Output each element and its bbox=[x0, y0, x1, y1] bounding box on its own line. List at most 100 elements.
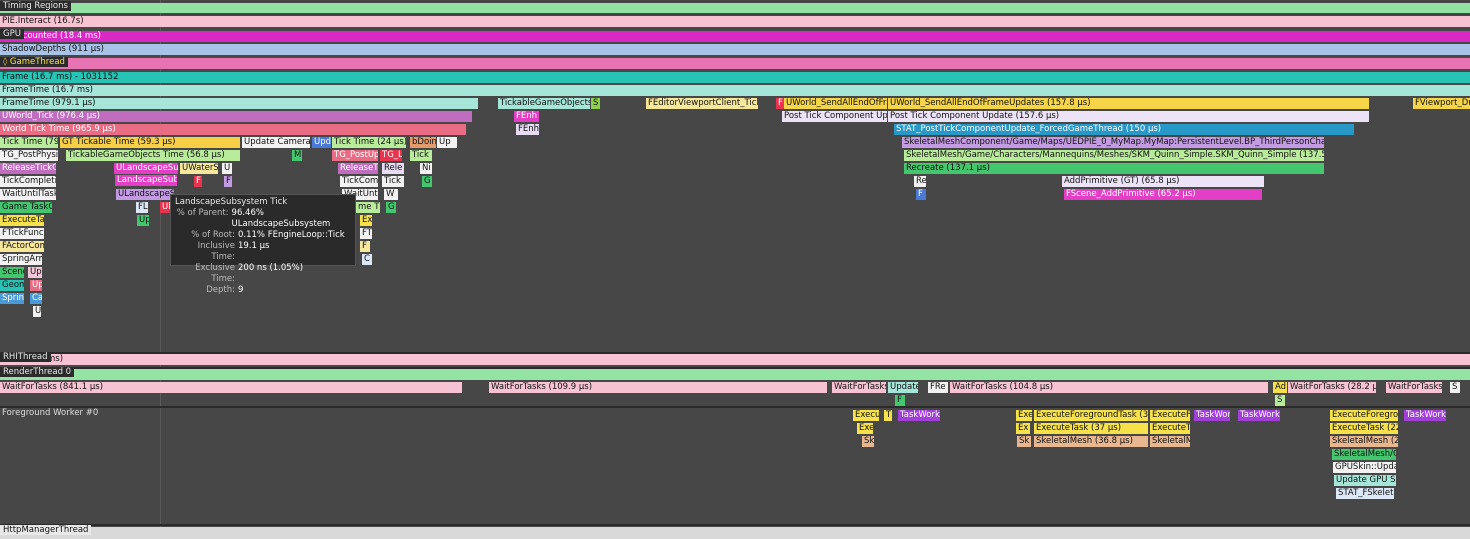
timing-event[interactable]: bDoin bbox=[410, 137, 436, 148]
timing-event[interactable]: ExecuteForegrou bbox=[1330, 410, 1398, 421]
timing-event[interactable]: WaitForTasks bbox=[832, 382, 886, 393]
timing-event[interactable]: SkeletalMeshComponent/Game/Maps/UEDPIE_0… bbox=[902, 137, 1324, 148]
timing-event[interactable]: S bbox=[1275, 395, 1285, 406]
timing-event[interactable]: WaitForTasks (109.9 µs) bbox=[489, 382, 827, 393]
timing-event[interactable]: Exe bbox=[857, 423, 873, 434]
timing-event[interactable]: SkeletalMesh/G bbox=[1332, 449, 1396, 460]
timing-event[interactable]: Frame (16.7 ms) - 1031152 bbox=[0, 72, 1470, 83]
timing-event[interactable]: Tick bbox=[410, 150, 432, 161]
track-label-timing-regions[interactable]: Timing Regions bbox=[0, 1, 71, 11]
timing-event[interactable]: WaitForTasks (104.8 µs) bbox=[950, 382, 1268, 393]
timing-event[interactable]: Update Camera T bbox=[242, 137, 310, 148]
timing-event[interactable]: S bbox=[1450, 382, 1460, 393]
timing-event[interactable]: Exe bbox=[1016, 410, 1032, 421]
timing-event[interactable]: TickableGameObjects bbox=[498, 98, 590, 109]
timing-event[interactable]: G bbox=[386, 202, 396, 213]
timing-event[interactable]: FEditorViewportClient_Tick ( bbox=[646, 98, 758, 109]
timing-event[interactable]: ExecuteFo bbox=[1150, 410, 1190, 421]
timing-event[interactable]: PIE.Interact (16.7s) bbox=[0, 16, 1470, 27]
timing-event[interactable]: U bbox=[33, 306, 41, 317]
timing-event[interactable]: Ul bbox=[160, 202, 170, 213]
timing-event[interactable]: TaskWork bbox=[1404, 410, 1446, 421]
timing-event[interactable]: Geom bbox=[0, 280, 24, 291]
timing-event[interactable]: Ni bbox=[420, 163, 432, 174]
track-label-foreground-worker[interactable]: Foreground Worker #0 bbox=[2, 408, 99, 418]
timing-event[interactable]: ExecuteTask (22 bbox=[1330, 423, 1398, 434]
timing-event[interactable]: Ex bbox=[1016, 423, 1030, 434]
timing-event[interactable]: ULandscapeSu bbox=[114, 163, 178, 174]
timing-event[interactable]: SkeletalMesh (36.8 µs) bbox=[1034, 436, 1148, 447]
timing-event[interactable]: Re bbox=[914, 176, 926, 187]
timing-event[interactable]: World Tick Time (965.9 µs) bbox=[0, 124, 466, 135]
timing-event[interactable]: ExecuteTa bbox=[1150, 423, 1190, 434]
timing-event[interactable]: M bbox=[292, 150, 302, 161]
timing-event[interactable]: GT Tickable Time (59.3 µs) bbox=[60, 137, 240, 148]
timing-event[interactable]: STAT_PostTickComponentUpdate_ForcedGameT… bbox=[894, 124, 1354, 135]
timing-event[interactable]: Ca bbox=[30, 293, 42, 304]
timing-event[interactable]: Up bbox=[30, 280, 42, 291]
timing-event[interactable]: F bbox=[776, 98, 784, 109]
timing-event[interactable]: FActorCom bbox=[0, 241, 44, 252]
timing-event[interactable]: WaitForTasks bbox=[1386, 382, 1442, 393]
timing-event[interactable]: FTickFuncti bbox=[0, 228, 44, 239]
timing-event[interactable]: Scene bbox=[0, 267, 24, 278]
timing-event[interactable]: FL bbox=[136, 202, 148, 213]
timing-event[interactable]: TaskWor bbox=[1194, 410, 1230, 421]
timing-event[interactable]: UWorld_Tick (976.4 µs) bbox=[0, 111, 472, 122]
timing-event[interactable]: TickableGameObjects Time (56.8 µs) bbox=[66, 150, 240, 161]
timing-event[interactable]: Up bbox=[137, 215, 149, 226]
timing-event[interactable]: LandscapeSub bbox=[115, 175, 177, 186]
timing-event[interactable]: ULandscapeS bbox=[116, 189, 174, 200]
track-label-gpu[interactable]: GPU bbox=[0, 29, 24, 39]
track-label-game-thread[interactable]: ◊ GameThread bbox=[0, 57, 68, 67]
timing-event[interactable]: Tick (16.7 ms) bbox=[0, 58, 1470, 69]
timing-event[interactable]: AddPrimitive (GT) (65.8 µs) bbox=[1062, 176, 1264, 187]
timing-event[interactable]: me T bbox=[356, 202, 380, 213]
timing-event[interactable]: ExecuteForegroundTask (37.6 bbox=[1034, 410, 1148, 421]
timing-event[interactable]: Sk bbox=[862, 436, 874, 447]
timing-event[interactable]: Post Tick Component Update (157.6 µs) bbox=[888, 111, 1369, 122]
timing-event[interactable]: Tick Time (24 µs) bbox=[332, 137, 406, 148]
timing-event[interactable]: SkeletalM bbox=[1150, 436, 1190, 447]
timing-event[interactable]: GPUSkin::Updat bbox=[1333, 462, 1396, 473]
timing-event[interactable]: U bbox=[222, 163, 232, 174]
timing-event[interactable]: ExecuteTask (37 µs) bbox=[1034, 423, 1148, 434]
timing-event[interactable]: UWorld_SendAllEndOfFrameUpdates (157.8 µ… bbox=[888, 98, 1369, 109]
timing-event[interactable]: WaitForTasks (841.1 µs) bbox=[0, 382, 462, 393]
timing-event[interactable]: ExecuteTas bbox=[0, 215, 44, 226]
timing-event[interactable]: TaskWork bbox=[1238, 410, 1280, 421]
timing-event[interactable]: Game TaskGr bbox=[0, 202, 52, 213]
timing-event[interactable]: ReleaseTi bbox=[338, 163, 378, 174]
timing-event[interactable]: ReleaseTickGr bbox=[0, 163, 56, 174]
timing-event[interactable]: Upd bbox=[312, 137, 331, 148]
track-label-rhi-thread[interactable]: RHIThread bbox=[0, 352, 51, 362]
timing-event[interactable]: FRe bbox=[928, 382, 948, 393]
timing-event[interactable]: Sk bbox=[1017, 436, 1031, 447]
timing-event[interactable]: F bbox=[224, 176, 232, 187]
track-label-render-thread[interactable]: RenderThread 0 bbox=[0, 367, 75, 377]
timing-event[interactable]: UWorld_SendAllEndOfFra bbox=[784, 98, 887, 109]
timing-event[interactable]: F bbox=[895, 395, 905, 406]
timing-event[interactable]: TickCompletio bbox=[0, 176, 56, 187]
timing-event[interactable]: FEnh bbox=[516, 124, 539, 135]
timing-event[interactable]: Tasks (7.2 ms) bbox=[0, 369, 1470, 380]
track-label-http-manager[interactable]: HttpManagerThread bbox=[0, 525, 92, 535]
timing-event[interactable]: Up bbox=[28, 267, 42, 278]
timing-event[interactable]: Update GPU Ski bbox=[1334, 475, 1396, 486]
timing-event[interactable]: TG_PostPhysic bbox=[0, 150, 58, 161]
timing-event[interactable]: F bbox=[916, 189, 926, 200]
timing-event[interactable]: Tick Time (795 bbox=[0, 137, 58, 148]
timing-event[interactable]: Ad bbox=[1273, 382, 1287, 393]
timing-event[interactable]: Ex bbox=[360, 215, 372, 226]
timing-event[interactable]: F bbox=[194, 176, 202, 187]
timing-event[interactable]: TG_L bbox=[380, 150, 402, 161]
timing-event[interactable]: F bbox=[360, 241, 370, 252]
timing-event[interactable]: SkeletalMesh (21 bbox=[1330, 436, 1398, 447]
timing-event[interactable]: UWaterS bbox=[180, 163, 218, 174]
timing-event[interactable]: STAT_FSkelet bbox=[1336, 488, 1394, 499]
timing-event[interactable]: Sprin bbox=[0, 293, 24, 304]
timing-event[interactable]: WaitUntilTask bbox=[0, 189, 56, 200]
timing-event[interactable]: unaccounted (18.4 ms) bbox=[0, 31, 1470, 42]
timing-event[interactable]: S bbox=[591, 98, 600, 109]
timing-event[interactable]: TaskWork bbox=[898, 410, 940, 421]
